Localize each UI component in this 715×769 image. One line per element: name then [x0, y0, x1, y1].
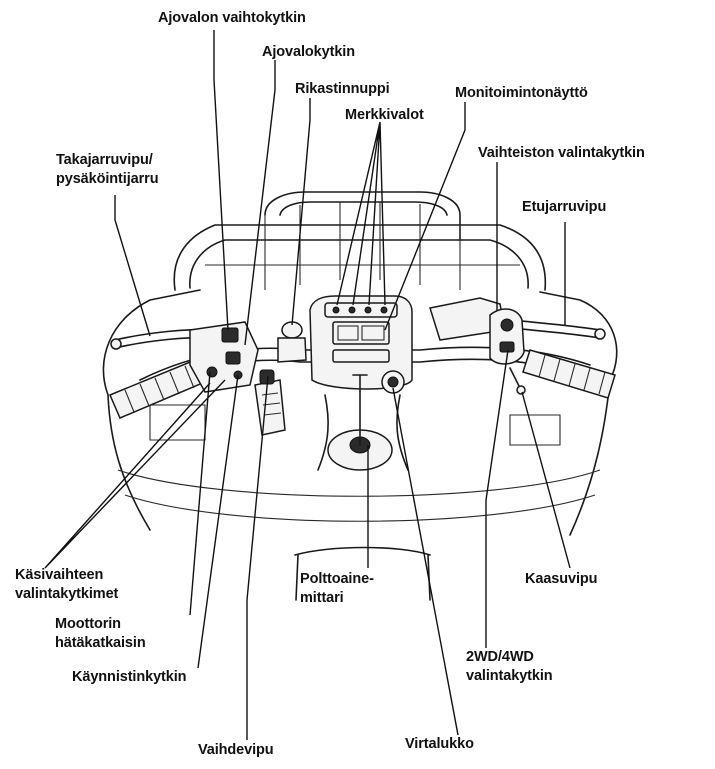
- label-esp-line1: Käsivaihteen: [15, 566, 118, 585]
- label-engine-stop-switch: Moottorin hätäkatkaisin: [55, 615, 146, 653]
- label-rear-brake-line1: Takajarruvipu/: [56, 151, 158, 170]
- label-drive-line2: valintakytkin: [466, 667, 553, 686]
- label-esp-line2: valintakytkimet: [15, 585, 118, 604]
- label-indicator-lights: Merkkivalot: [345, 106, 424, 125]
- label-kill-line2: hätäkatkaisin: [55, 634, 146, 653]
- label-fuel-gauge: Polttoaine- mittari: [300, 570, 374, 608]
- right-switch-housing: [430, 298, 525, 394]
- label-front-brake-lever: Etujarruvipu: [522, 198, 606, 217]
- label-shift-lever: Vaihdevipu: [198, 741, 274, 760]
- label-fuel-line2: mittari: [300, 589, 374, 608]
- label-fuel-line1: Polttoaine-: [300, 570, 374, 589]
- right-grip: [523, 350, 615, 398]
- label-drive-line1: 2WD/4WD: [466, 648, 553, 667]
- label-headlight-dimmer-switch: Ajovalon vaihtokytkin: [158, 9, 306, 28]
- shift-lever: [255, 370, 285, 435]
- label-rear-brake-lever: Takajarruvipu/ pysäköintijarru: [56, 151, 158, 189]
- choke-knob: [278, 322, 306, 362]
- label-headlight-switch: Ajovalokytkin: [262, 43, 355, 62]
- label-ignition-switch: Virtalukko: [405, 735, 474, 754]
- label-kill-line1: Moottorin: [55, 615, 146, 634]
- label-drive-select-switch: 2WD/4WD valintakytkin: [466, 648, 553, 686]
- left-grip: [110, 360, 205, 418]
- label-esp-switches: Käsivaihteen valintakytkimet: [15, 566, 118, 604]
- label-select-lever: Vaihteiston valintakytkin: [478, 144, 645, 163]
- label-starter-button: Käynnistinkytkin: [72, 668, 186, 687]
- label-multi-function-display: Monitoimintonäyttö: [455, 84, 588, 103]
- label-choke-knob: Rikastinnuppi: [295, 80, 390, 99]
- label-rear-brake-line2: pysäköintijarru: [56, 170, 158, 189]
- label-throttle-lever: Kaasuvipu: [525, 570, 597, 589]
